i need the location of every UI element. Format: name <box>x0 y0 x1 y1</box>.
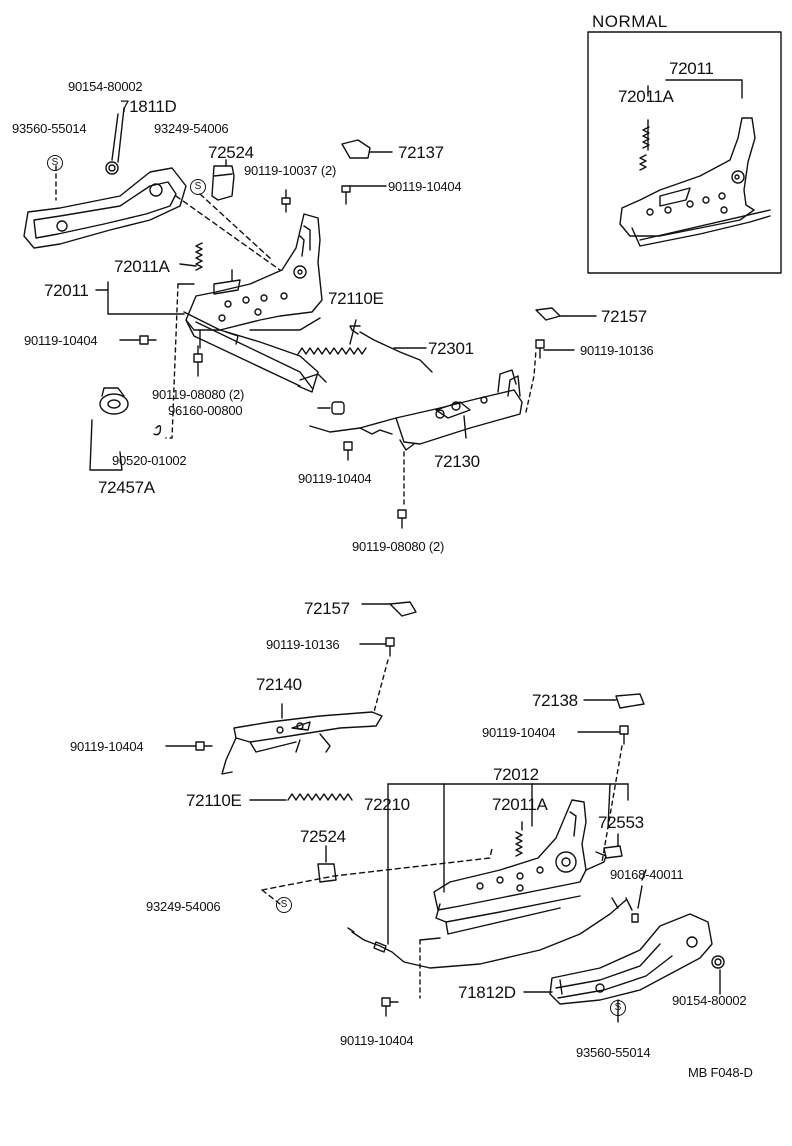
part-label-72210: 72210 <box>364 795 410 814</box>
part-label-93560-55014-top: 93560-55014 <box>12 121 87 136</box>
part-label-72157-bottom: 72157 <box>304 599 350 618</box>
inset-title: NORMAL <box>592 12 668 31</box>
rail-72130 <box>309 369 523 451</box>
part-label-90119-10404-bottom-right: 90119-10404 <box>482 725 556 740</box>
part-label-96160-00800: 96160-00800 <box>168 403 243 418</box>
part-label-90154-80002-top: 90154-80002 <box>68 79 143 94</box>
part-label-72011a-top: 72011A <box>114 257 170 276</box>
part-label-72524-bottom: 72524 <box>300 827 346 846</box>
part-label-71812d: 71812D <box>458 983 516 1002</box>
lower-seat-adjuster <box>433 799 607 935</box>
part-label-90168-40011: 90168-40011 <box>610 867 684 882</box>
part-label-72157-top: 72157 <box>601 307 647 326</box>
inset-frame <box>587 31 782 274</box>
part-label-72524-top: 72524 <box>208 143 254 162</box>
part-label-72110e-top: 72110E <box>328 289 384 308</box>
part-label-72011a-bottom: 72011A <box>492 795 548 814</box>
part-label-72140: 72140 <box>256 675 302 694</box>
part-label-72457a: 72457A <box>98 478 155 497</box>
part-label-72110e-bottom: 72110E <box>186 791 242 810</box>
part-label-72301: 72301 <box>428 339 474 358</box>
cover-71811d <box>23 167 187 249</box>
part-label-72011-inset: 72011 <box>669 59 714 78</box>
part-label-72011-top: 72011 <box>44 281 89 300</box>
gear-72457a <box>89 387 129 471</box>
part-label-90119-10404-left: 90119-10404 <box>24 333 98 348</box>
part-label-93249-54006-bottom: 93249-54006 <box>146 899 221 914</box>
part-label-90119-10404-top-right: 90119-10404 <box>388 179 462 194</box>
part-label-93560-55014-bottom: 93560-55014 <box>576 1045 651 1060</box>
s-symbol-bottom-left: S <box>276 897 292 913</box>
part-label-90119-08080-center: 90119-08080 (2) <box>352 539 445 554</box>
part-label-90520-01002: 90520-01002 <box>112 453 187 468</box>
part-label-71811d: 71811D <box>120 97 177 116</box>
part-label-72012: 72012 <box>493 765 539 784</box>
footer-code: MB F048-D <box>688 1065 753 1080</box>
part-label-72137: 72137 <box>398 143 444 162</box>
part-label-90119-10037: 90119-10037 (2) <box>244 163 337 178</box>
part-label-90119-10404-bottom-left: 90119-10404 <box>70 739 144 754</box>
cover-71812d <box>549 913 713 1005</box>
part-label-93249-54006-top: 93249-54006 <box>154 121 229 136</box>
part-label-90119-10404-center: 90119-10404 <box>298 471 372 486</box>
part-label-90119-10136-bottom: 90119-10136 <box>266 637 340 652</box>
rail-72140 <box>221 711 383 775</box>
upper-seat-adjuster <box>183 213 327 393</box>
part-label-72130: 72130 <box>434 452 480 471</box>
part-label-72138: 72138 <box>532 691 578 710</box>
part-label-90119-10404-bottom: 90119-10404 <box>340 1033 414 1048</box>
part-label-90119-10136-top: 90119-10136 <box>580 343 654 358</box>
part-label-72553: 72553 <box>598 813 644 832</box>
part-label-72011a-inset: 72011A <box>618 87 674 106</box>
s-symbol-top-left: S <box>47 155 63 171</box>
part-label-90119-08080-top: 90119-08080 (2) <box>152 387 245 402</box>
s-symbol-top-center: S <box>190 179 206 195</box>
inset-seat-adjuster <box>619 79 771 247</box>
s-symbol-bottom-right: S <box>610 1000 626 1016</box>
part-label-90154-80002-bottom: 90154-80002 <box>672 993 747 1008</box>
